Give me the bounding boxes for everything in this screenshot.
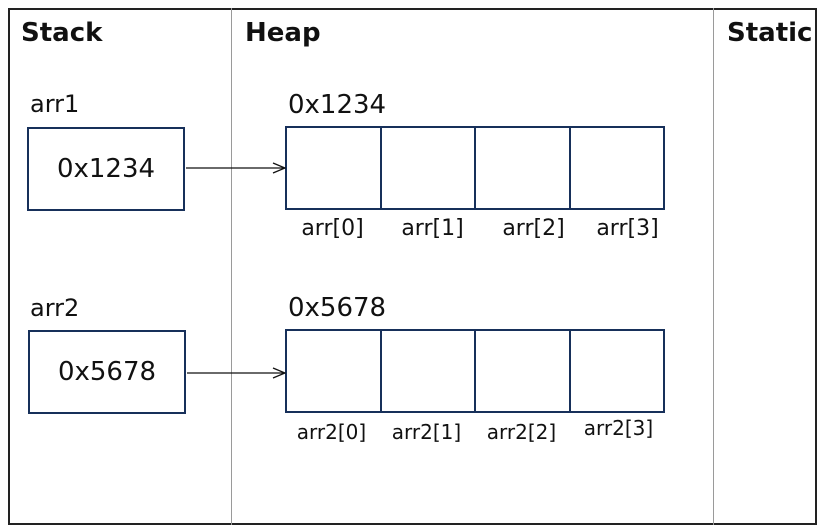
array-index-label: arr[1] [401,216,464,241]
static-section-title: Static [727,18,813,48]
array-index-label: arr2[0] [296,420,367,444]
array-index-label: arr[0] [301,216,364,241]
memory-diagram-frame [8,8,817,525]
array-cell [382,128,476,208]
array-index-label: arr2[1] [391,420,462,444]
stack-pointer-box: 0x1234 [27,127,185,211]
heap-array-address: 0x1234 [288,90,387,120]
stack-variable-name: arr1 [30,90,80,118]
array-cell [382,331,476,411]
array-index-label: arr[2] [502,216,565,241]
array-index-label: arr[3] [596,216,659,241]
heap-array [285,329,665,413]
array-index-label: arr2[3] [583,416,654,440]
array-cell [287,128,382,208]
heap-array-address: 0x5678 [288,293,387,323]
array-cell [476,331,571,411]
stack-heap-divider [231,8,232,525]
stack-pointer-box: 0x5678 [28,330,186,414]
heap-array [285,126,665,210]
stack-variable-name: arr2 [30,294,80,322]
array-cell [476,128,571,208]
stack-pointer-value: 0x5678 [57,357,157,387]
array-cell [287,331,382,411]
array-index-label: arr2[2] [486,420,557,444]
stack-pointer-value: 0x1234 [56,154,156,184]
heap-static-divider [713,8,714,525]
heap-section-title: Heap [245,18,321,48]
stack-section-title: Stack [21,18,103,48]
